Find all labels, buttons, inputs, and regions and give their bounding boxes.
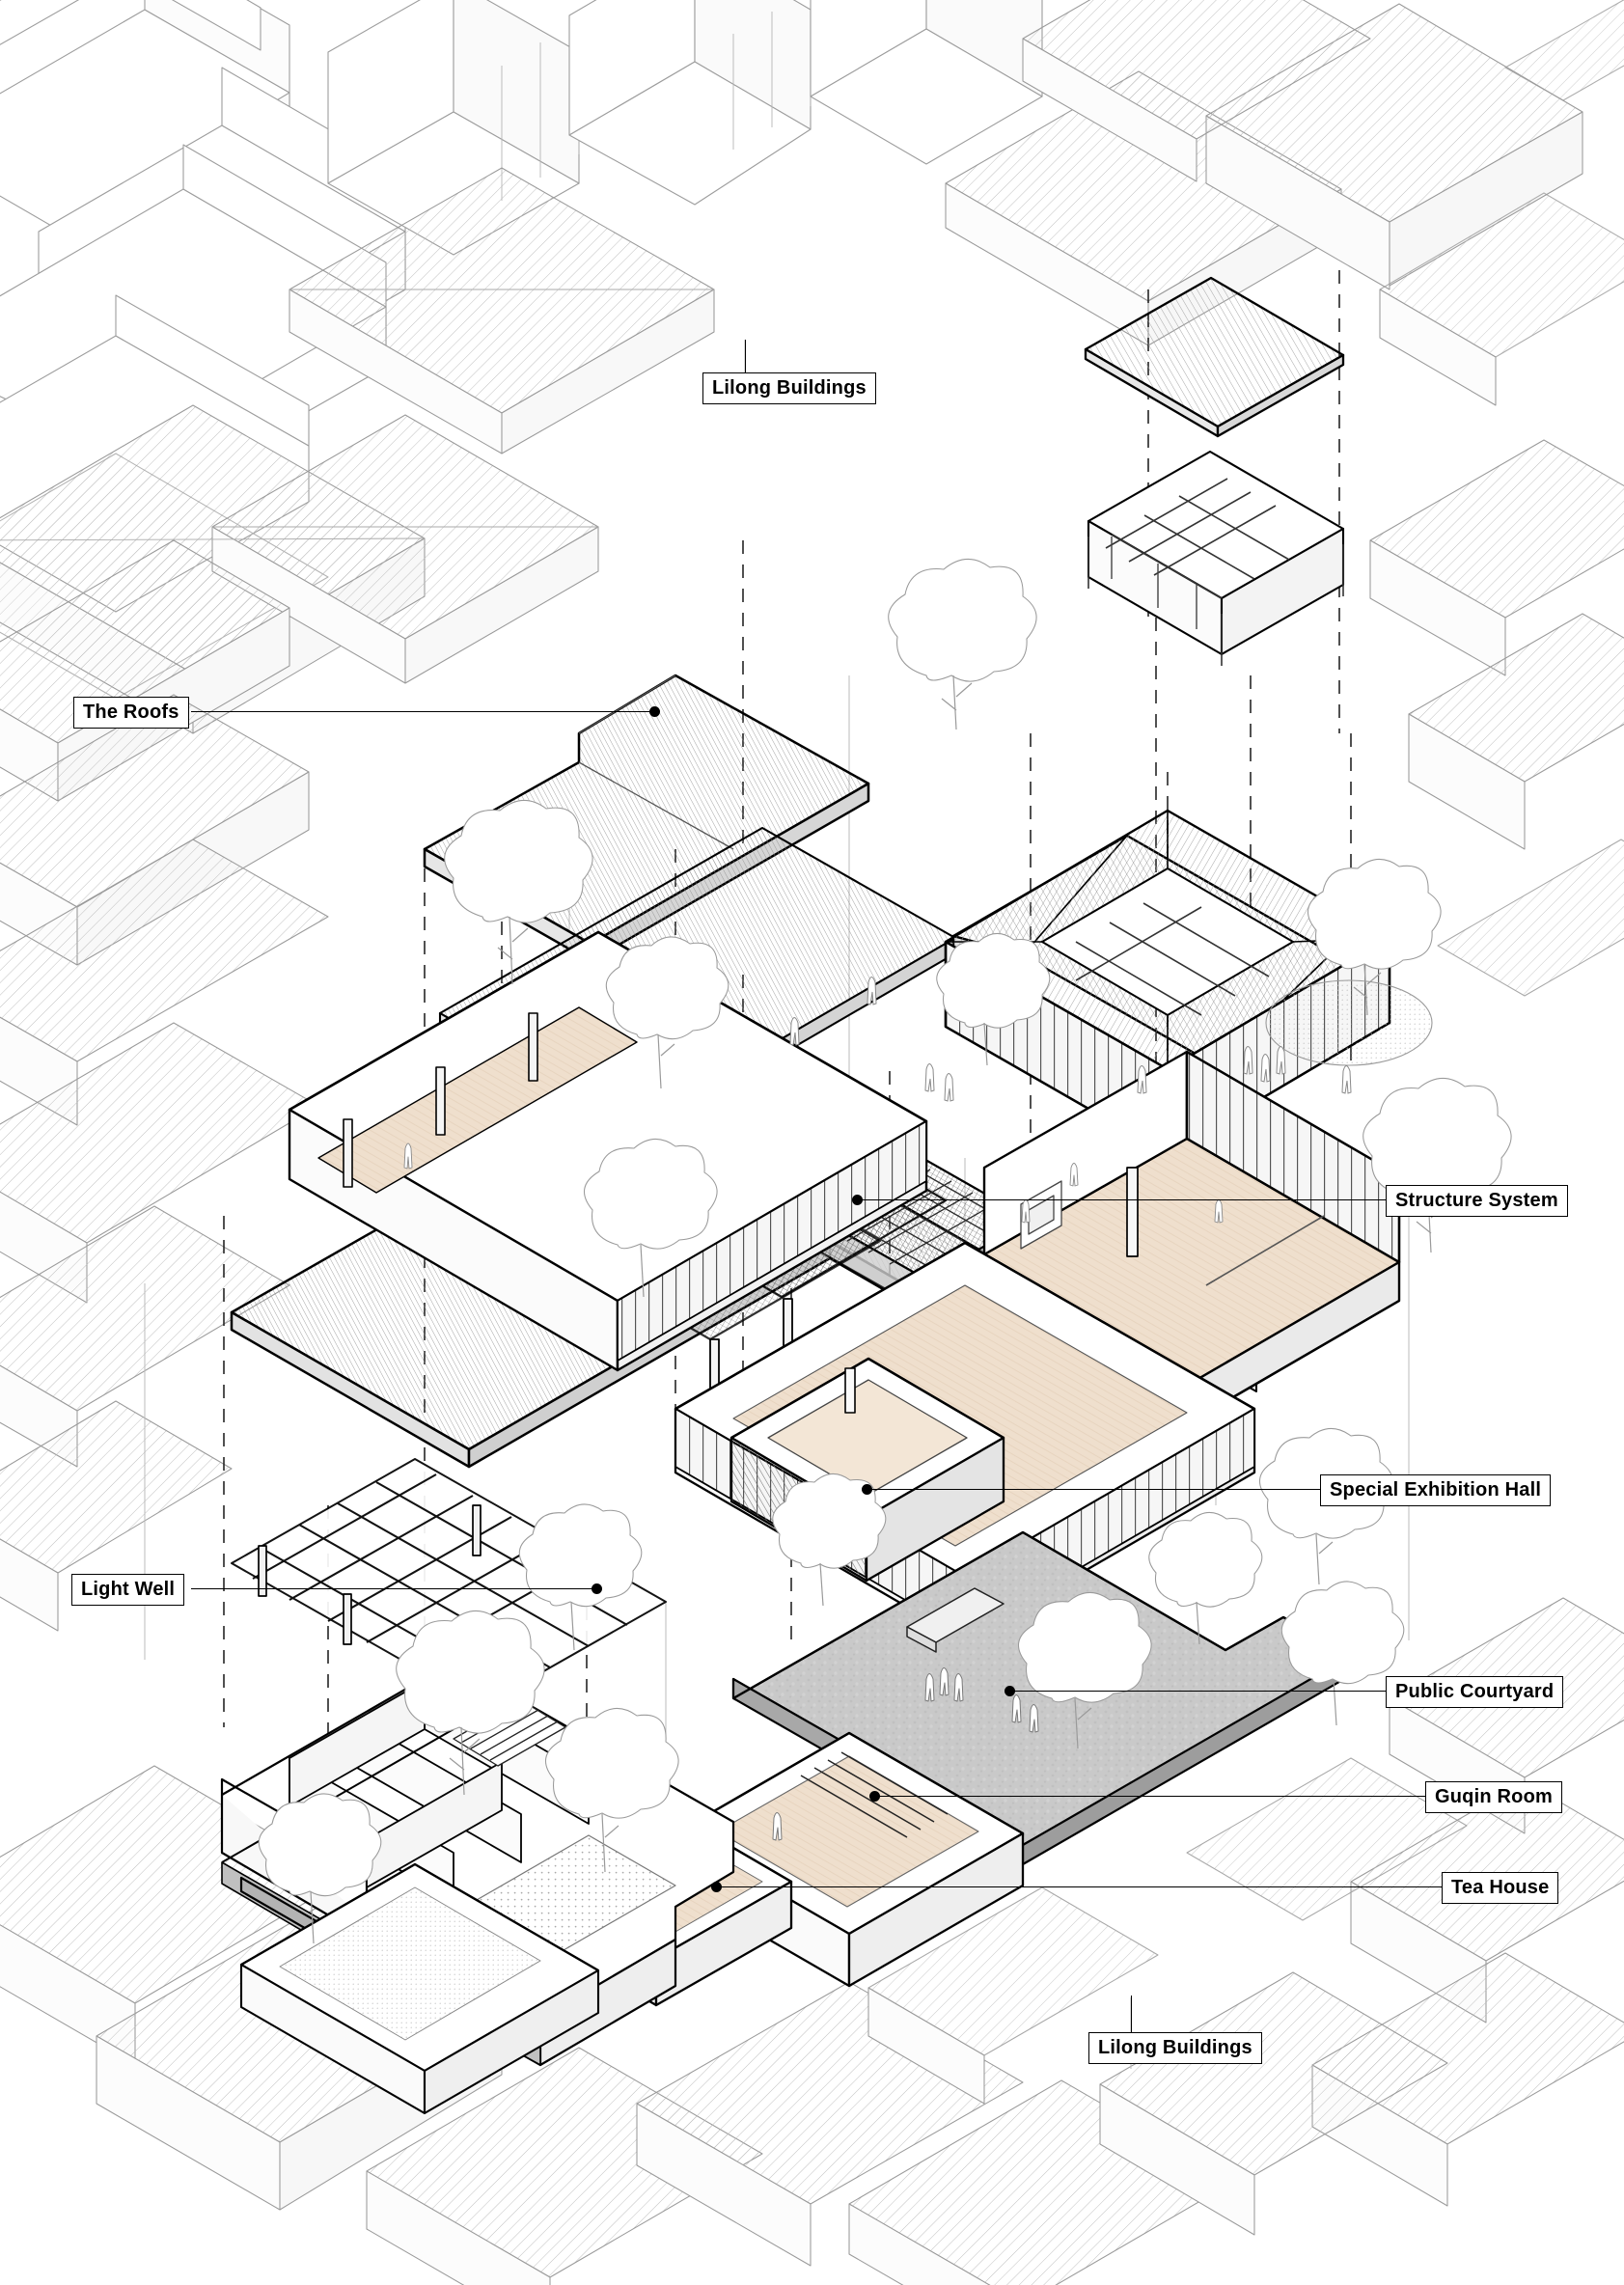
callout-dot-tea-house bbox=[711, 1882, 722, 1892]
callout-leader-lilong-buildings-top bbox=[745, 340, 746, 372]
callout-leader-lilong-buildings-bottom bbox=[1131, 1996, 1132, 2032]
callout-leader-public-courtyard bbox=[1009, 1691, 1386, 1692]
callout-label-the-roofs: The Roofs bbox=[73, 697, 189, 729]
context-roofs-upper-right bbox=[945, 0, 1624, 406]
callout-label-lilong-buildings-bottom: Lilong Buildings bbox=[1088, 2032, 1262, 2064]
context-buildings-left bbox=[0, 539, 329, 1632]
callout-dot-structure-system bbox=[852, 1195, 863, 1205]
callout-label-structure-system: Structure System bbox=[1386, 1185, 1568, 1217]
roof-slab-upper-right bbox=[1084, 276, 1345, 438]
callout-label-public-courtyard: Public Courtyard bbox=[1386, 1676, 1564, 1708]
callout-dot-guqin-room bbox=[869, 1791, 880, 1802]
callout-leader-tea-house bbox=[716, 1886, 1442, 1887]
vegetation-trees bbox=[258, 558, 1512, 1944]
callout-dot-light-well bbox=[592, 1583, 602, 1594]
callout-dot-the-roofs bbox=[649, 706, 660, 717]
callout-dot-special-exhibition-hall bbox=[862, 1484, 872, 1495]
context-buildings-right bbox=[1311, 439, 1624, 2207]
callout-label-tea-house: Tea House bbox=[1442, 1872, 1559, 1904]
callout-leader-guqin-room bbox=[874, 1796, 1425, 1797]
ground-floor-cutaway-plan-lower bbox=[239, 1862, 600, 2115]
callout-dot-public-courtyard bbox=[1005, 1686, 1015, 1696]
callout-label-lilong-buildings-top: Lilong Buildings bbox=[702, 372, 876, 404]
structure-frame-upper-right bbox=[1087, 450, 1345, 666]
callout-label-guqin-room: Guqin Room bbox=[1425, 1781, 1562, 1813]
callout-label-light-well: Light Well bbox=[71, 1574, 185, 1606]
callout-leader-light-well bbox=[191, 1588, 596, 1589]
callout-label-special-exhibition-hall: Special Exhibition Hall bbox=[1320, 1474, 1552, 1506]
scale-figures bbox=[789, 977, 1352, 1102]
main-volume-upper bbox=[288, 930, 928, 1372]
callout-leader-the-roofs bbox=[191, 711, 654, 712]
callout-leader-special-exhibition-hall bbox=[867, 1489, 1320, 1490]
callout-leader-structure-system bbox=[857, 1199, 1386, 1200]
